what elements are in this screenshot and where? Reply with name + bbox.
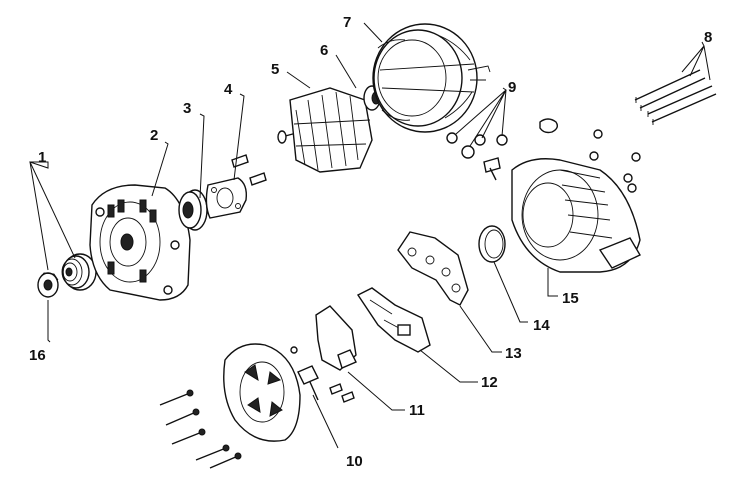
callout-1: 1 (38, 149, 46, 166)
callout-6: 6 (320, 42, 328, 59)
callout-9: 9 (508, 79, 516, 96)
callout-13: 13 (505, 345, 522, 362)
callout-7: 7 (343, 14, 351, 31)
callout-16: 16 (29, 347, 46, 364)
end-plate-part (223, 343, 319, 442)
callout-14: 14 (533, 317, 550, 334)
front-housing-part (89, 184, 191, 301)
bearing-part (178, 189, 208, 231)
rotor-part (277, 85, 381, 173)
pulley-nut-part (37, 272, 59, 298)
nuts-washers-part (446, 118, 641, 193)
brush-holder-part (356, 287, 431, 353)
callout-4: 4 (224, 81, 233, 98)
rear-housing-part (511, 158, 641, 273)
callout-2: 2 (150, 127, 158, 144)
cover-ring-part (478, 225, 506, 263)
stator-part (372, 23, 491, 133)
callout-labels: 1 2 3 4 5 6 7 8 9 10 11 12 13 14 15 16 (29, 14, 712, 470)
callout-5: 5 (271, 61, 279, 78)
callout-12: 12 (481, 374, 498, 391)
callout-3: 3 (183, 100, 191, 117)
cover-screws-part (159, 389, 242, 469)
callout-8: 8 (704, 29, 712, 46)
rectifier-part (397, 231, 469, 306)
callout-15: 15 (562, 290, 579, 307)
retainer-plate-part (205, 154, 267, 219)
callout-10: 10 (346, 453, 363, 470)
leader-lines (29, 22, 711, 449)
through-bolts-part (634, 69, 717, 125)
callout-11: 11 (409, 402, 425, 419)
regulator-part (290, 305, 357, 403)
pulley-part (61, 253, 97, 291)
